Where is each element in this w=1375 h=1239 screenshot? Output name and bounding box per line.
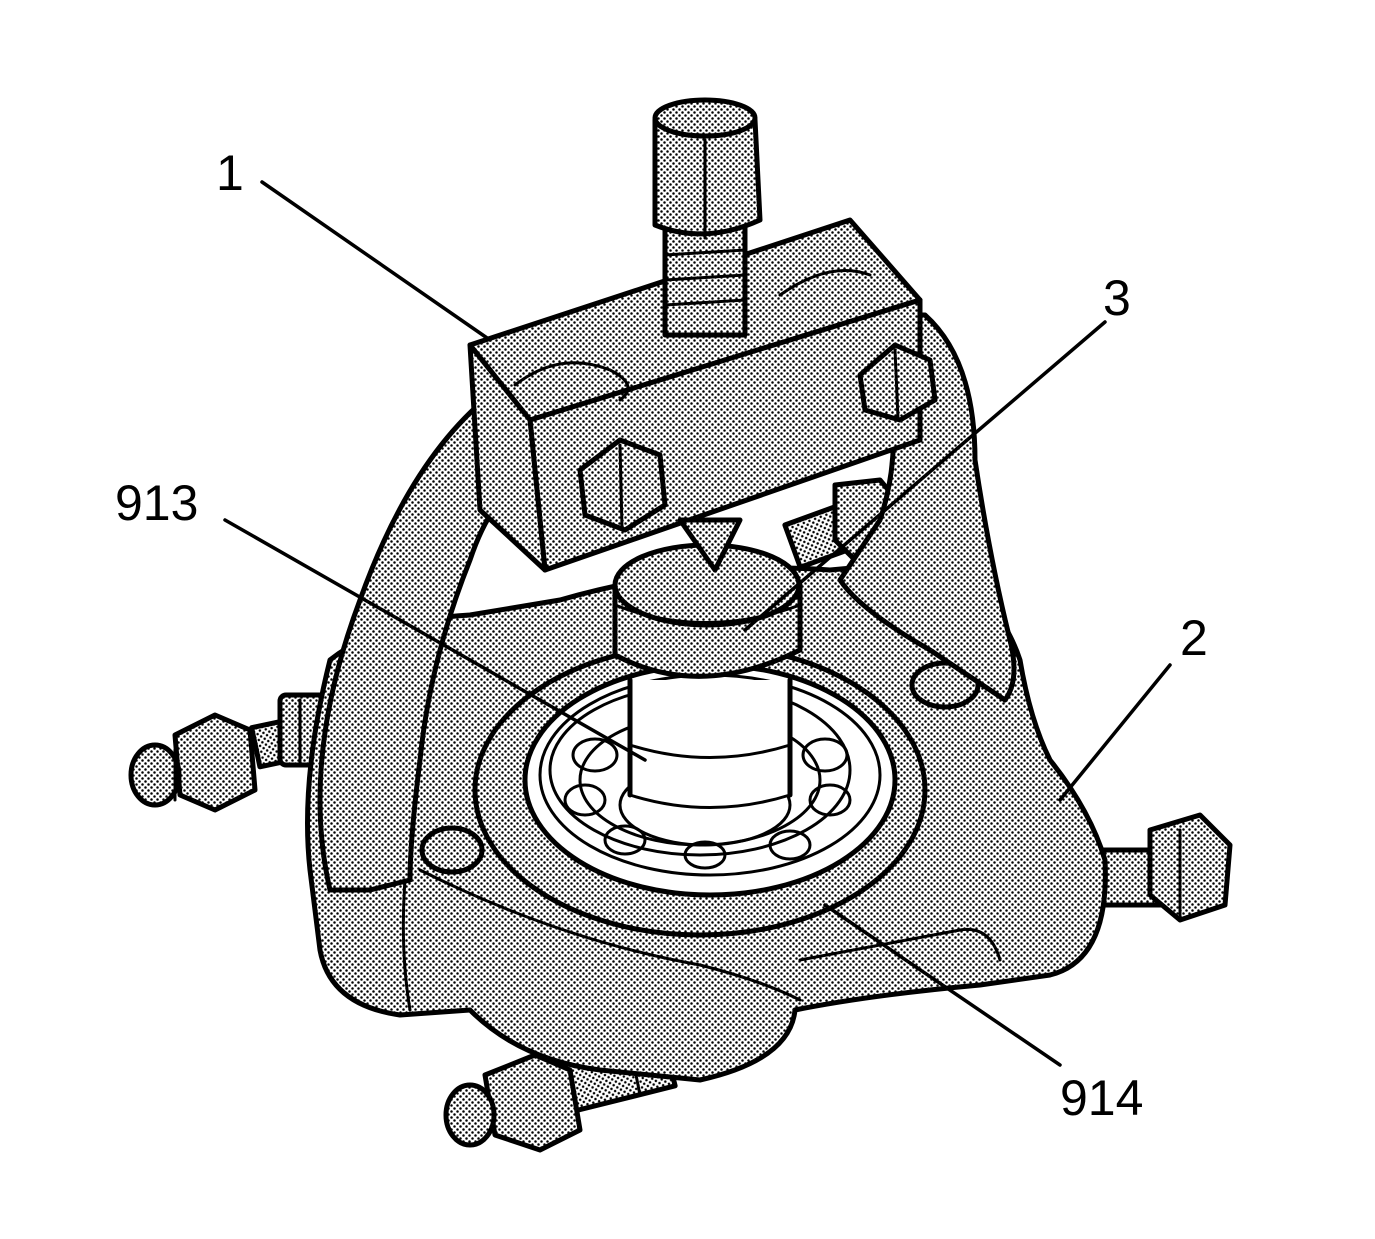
callout-914: 914	[1060, 1070, 1143, 1126]
callout-1: 1	[216, 145, 244, 201]
leader-913	[223, 518, 647, 762]
left-side-bolt	[128, 692, 338, 813]
shaft	[618, 677, 793, 847]
adapter-pad	[612, 542, 803, 679]
yoke-bolt-right	[857, 342, 938, 423]
callout-2: 2	[1180, 610, 1208, 666]
yoke-bolt-left	[577, 437, 668, 533]
forcing-screw	[652, 97, 763, 573]
leader-lines	[223, 180, 1172, 1067]
leader-2	[1058, 663, 1172, 802]
callout-3: 3	[1103, 270, 1131, 326]
callout-913: 913	[115, 475, 198, 531]
leader-1	[260, 180, 492, 342]
leader-914	[823, 903, 1062, 1067]
leader-3	[743, 320, 1107, 632]
right-jaw-arm	[837, 312, 1017, 703]
